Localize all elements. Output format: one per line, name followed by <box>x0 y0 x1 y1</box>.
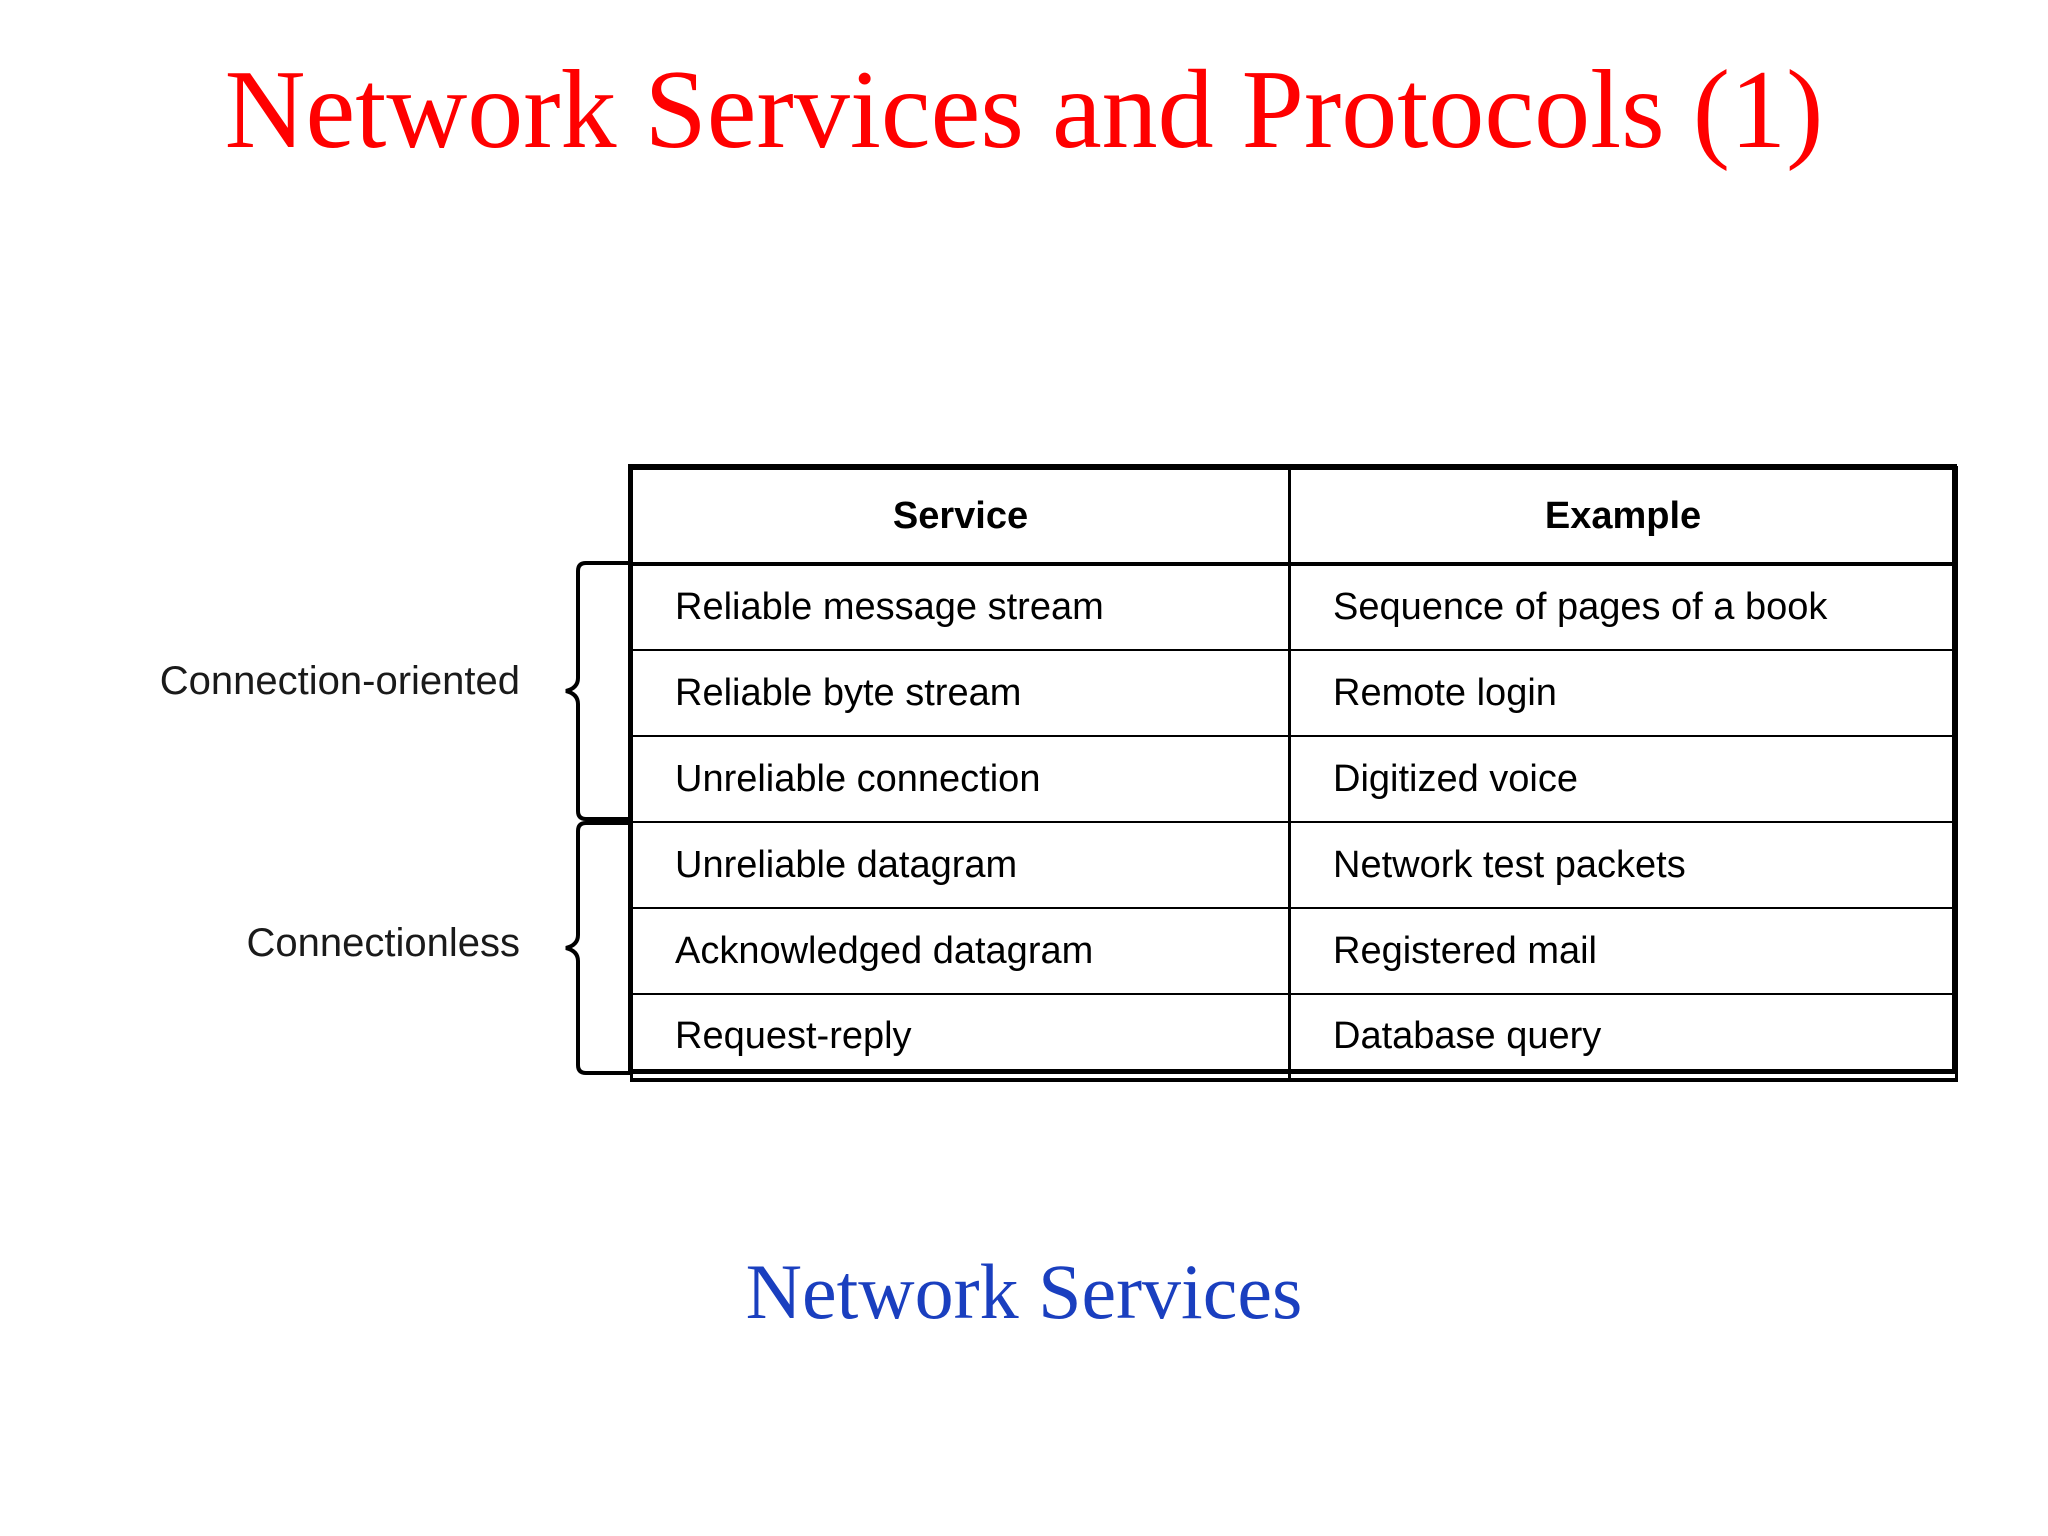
cell-service: Unreliable connection <box>630 735 1291 823</box>
table-row: Reliable byte stream Remote login <box>630 649 1958 737</box>
column-header-service: Service <box>630 466 1291 566</box>
network-services-table: Service Example Reliable message stream … <box>630 466 1958 1082</box>
cell-example: Remote login <box>1288 649 1958 737</box>
cell-example: Database query <box>1288 993 1958 1082</box>
table-header-row: Service Example <box>630 466 1958 566</box>
curly-brace-connectionless <box>565 821 636 1075</box>
slide-title: Network Services and Protocols (1) <box>224 48 1824 172</box>
cell-example: Network test packets <box>1288 821 1958 909</box>
table-row: Unreliable datagram Network test packets <box>630 821 1958 909</box>
cell-service: Reliable byte stream <box>630 649 1291 737</box>
cell-example: Registered mail <box>1288 907 1958 995</box>
group-label-connection-oriented: Connection-oriented <box>159 659 520 703</box>
curly-brace-connection-oriented <box>565 561 636 821</box>
cell-service: Request-reply <box>630 993 1291 1082</box>
cell-example: Digitized voice <box>1288 735 1958 823</box>
figure-caption: Network Services <box>745 1248 1303 1335</box>
table-row: Unreliable connection Digitized voice <box>630 735 1958 823</box>
table-row: Reliable message stream Sequence of page… <box>630 563 1958 651</box>
cell-service: Unreliable datagram <box>630 821 1291 909</box>
cell-service: Acknowledged datagram <box>630 907 1291 995</box>
cell-service: Reliable message stream <box>630 563 1291 651</box>
cell-example: Sequence of pages of a book <box>1288 563 1958 651</box>
group-label-connectionless: Connectionless <box>246 921 521 965</box>
table-row: Acknowledged datagram Registered mail <box>630 907 1958 995</box>
column-header-example: Example <box>1288 466 1958 566</box>
table-row: Request-reply Database query <box>630 993 1958 1082</box>
